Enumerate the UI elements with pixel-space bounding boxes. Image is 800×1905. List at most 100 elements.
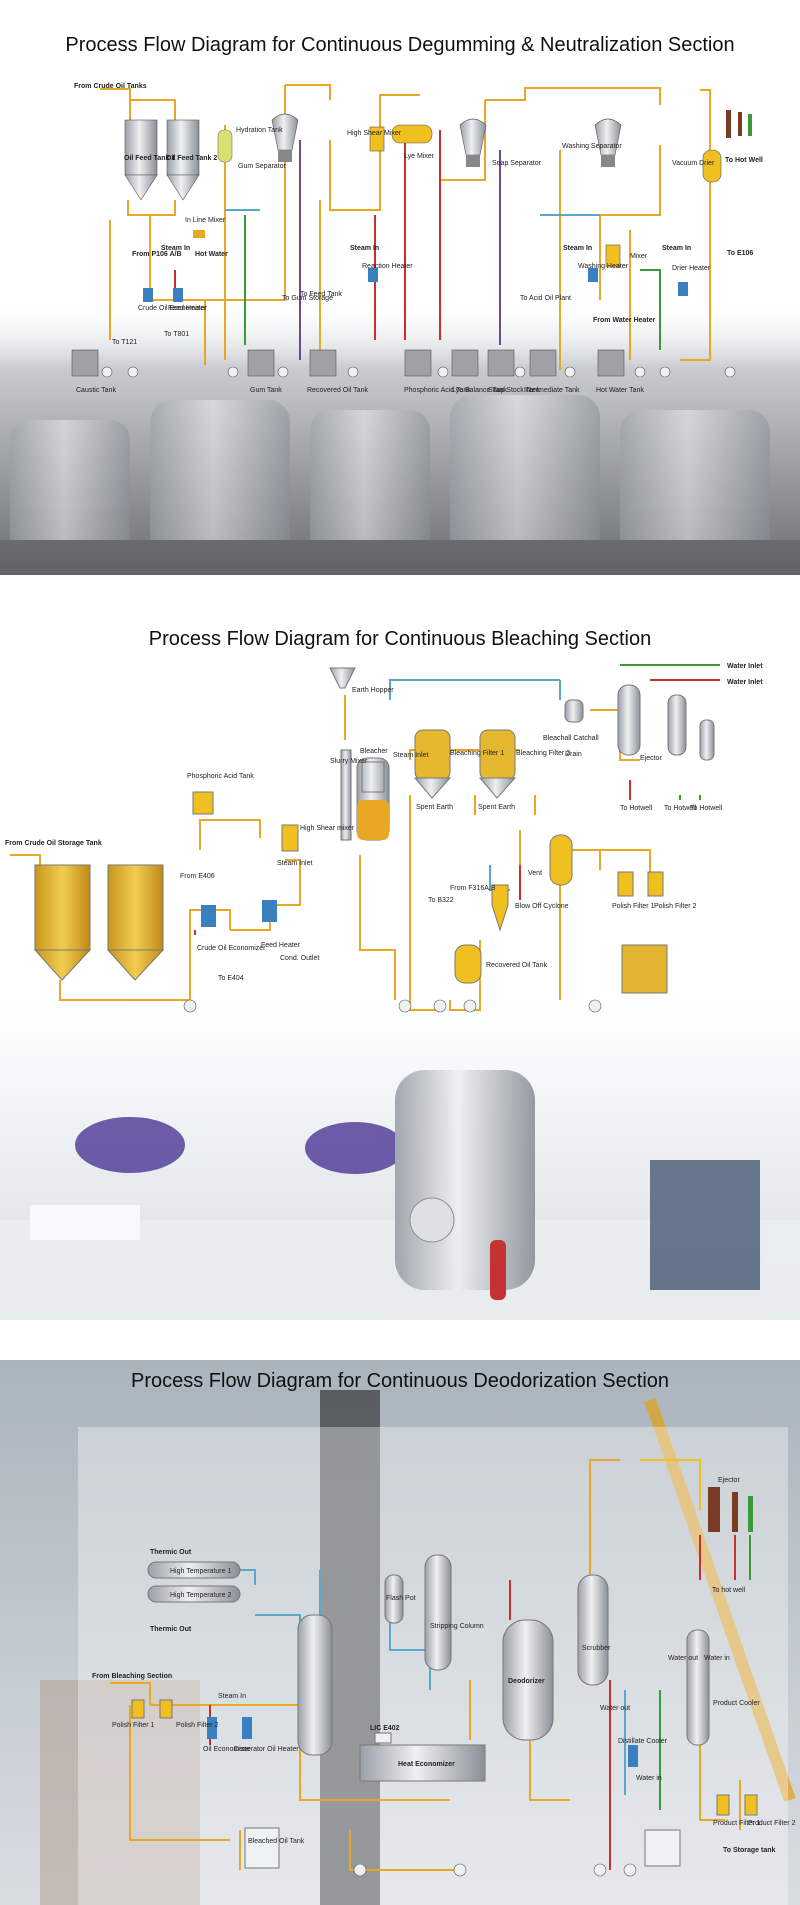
label-crude-oil-economizer: Crude Oil Economizer: [138, 305, 207, 312]
label-from-crude: From Crude Oil Tanks: [74, 83, 147, 90]
polish-filter-2-b: [647, 871, 664, 897]
label-to-t121: To T121: [112, 339, 137, 346]
label-crude-oil-economizer-2: Crude Oil Economizer: [197, 945, 266, 952]
hydration-tank: [217, 129, 233, 163]
label-from-water-heater: From Water Heater: [593, 317, 656, 324]
label-steam-inlet-2: Steam Inlet: [277, 860, 312, 867]
label-blow-off-cyclone: Blow Off Cyclone: [515, 903, 569, 910]
label-recovered-oil-tank: Recovered Oil Tank: [307, 387, 368, 394]
product-oil-tank: [621, 944, 668, 994]
deodorization-title: Process Flow Diagram for Continuous Deod…: [130, 1370, 670, 1392]
label-oil-feed-tank-2: Oil Feed Tank 2: [166, 155, 217, 162]
lic-e402: [374, 1732, 392, 1744]
degumming-panel: Process Flow Diagram for Continuous Degu…: [0, 0, 800, 575]
label-deaerator: Deaerator Oil Heater: [234, 1746, 299, 1753]
label-ejector: Ejector: [640, 755, 662, 762]
scrubber: [577, 1574, 609, 1686]
label-deodorizer: Deodorizer: [508, 1678, 545, 1685]
deodorization-panel: Thermic Out Thermic Out High Temperature…: [0, 1360, 800, 1905]
label-steam-in-2: Steam In: [350, 245, 379, 252]
label-heat-economizer: Heat Economizer: [398, 1761, 455, 1768]
crude-oil-economizer: [143, 288, 153, 302]
ejector-vessel-1: [617, 684, 641, 756]
label-drain: Drain: [565, 751, 582, 758]
pumps-2: [183, 999, 602, 1013]
label-to-t801: To T801: [164, 331, 189, 338]
label-from-e406: From E406: [180, 873, 215, 880]
label-washing-separator: Washing Separator: [562, 143, 622, 150]
high-temperature-1: [147, 1561, 241, 1579]
hot-well-ejector: [726, 110, 752, 138]
intermediate-oil-tank: [549, 834, 573, 886]
label-earth-hopper: Earth Hopper: [352, 687, 394, 694]
label-vacuum-drier: Vacuum Drier: [672, 160, 715, 167]
distillate-cooler: [628, 1745, 638, 1767]
label-water-out-2: Water out: [600, 1705, 630, 1712]
label-caustic-tank: Caustic Tank: [76, 387, 116, 394]
vacuum-drier: [702, 149, 722, 183]
label-vent: Vent: [528, 870, 542, 877]
label-high-shear-mixer-2: High Shear mixer: [300, 825, 355, 832]
lye-mixer: [391, 124, 433, 144]
bleaching-filter-1: [413, 729, 452, 799]
reaction-heater: [368, 268, 378, 282]
oil-feed-tank-2: [166, 119, 200, 201]
oil-economizer: [207, 1717, 217, 1739]
label-to-acid-oil: To Acid Oil Plant: [520, 295, 571, 302]
label-high-temperature-1: High Temperature 1: [170, 1568, 231, 1575]
label-steam-in-4: Steam In: [662, 245, 691, 252]
bleaching-diagram: Earth Hopper Water Inlet Water Inlet Ble…: [0, 663, 800, 1320]
crude-storage-tank-1: [33, 864, 92, 981]
label-bleacher: Bleacher: [360, 748, 388, 755]
label-feed-heater: Feed Heater: [168, 305, 208, 312]
in-line-mixer: [193, 230, 205, 238]
label-steam-in-1: Steam In: [161, 245, 190, 252]
label-high-shear-mixer: High Shear Mixer: [347, 130, 402, 137]
label-lye-mixer: Lye Mixer: [404, 153, 435, 160]
label-intermediate-tank: Intermediate Tank: [524, 387, 580, 394]
label-washing-heater: Washing Heater: [578, 263, 629, 270]
label-bleaching-filter-1: Bleaching Filter 1: [450, 750, 504, 757]
pumps-3: [353, 1863, 637, 1877]
label-hydration-tank: Hydration Tank: [236, 127, 283, 134]
product-filter-1: [716, 1794, 730, 1816]
ejector-set: [708, 1487, 753, 1532]
drier-heater: [678, 282, 688, 296]
label-polish-filter-2-c: Polish Filter 2: [176, 1722, 219, 1729]
label-bleached-oil-tank: Bleached Oil Tank: [248, 1838, 305, 1845]
product-cooler: [686, 1629, 710, 1746]
label-water-out-1: Water out: [668, 1655, 698, 1662]
label-from-p106: From P106 A/B: [132, 251, 182, 258]
label-to-hotwell-1: To Hotwell: [620, 805, 653, 812]
ejector-vessel-3: [699, 719, 715, 761]
earth-hopper: [329, 667, 356, 689]
label-phosphoric-acid-tank: Phosphoric Acid Tank: [404, 387, 471, 394]
main-column: [297, 1614, 333, 1756]
label-recovered-oil-tank-2: Recovered Oil Tank: [486, 962, 547, 969]
label-product-filter-2: Product Filter 2: [748, 1820, 796, 1827]
high-temperature-2: [147, 1585, 241, 1603]
label-to-storage-tank: To Storage tank: [723, 1847, 775, 1854]
high-shear-mixer: [369, 126, 385, 152]
label-to-hotwell-2: To Hotwell: [664, 805, 697, 812]
high-shear-mixer-2: [281, 824, 299, 852]
label-from-f316: From F316A,B: [450, 885, 496, 892]
washing-heater: [588, 268, 598, 282]
crude-storage-tank-2: [106, 864, 165, 981]
heat-economizer: [359, 1744, 486, 1782]
deodorizer: [502, 1619, 554, 1741]
washing-separator: [594, 118, 622, 167]
label-polish-filter-1: Polish Filter 1: [612, 903, 655, 910]
ejector-vessel-2: [667, 694, 687, 756]
flash-pot: [384, 1574, 404, 1624]
polish-filter-1-b: [617, 871, 634, 897]
label-lye-balance-tank: Lye Balance Tank: [452, 387, 507, 394]
label-flash-pot: Flash Pot: [386, 1595, 416, 1602]
label-gum-tank: Gum Tank: [250, 387, 282, 394]
label-to-hotwell-3: To Hotwell: [690, 805, 723, 812]
label-to-hot-well: To Hot Well: [725, 157, 763, 164]
label-scrubber: Scrubber: [582, 1645, 611, 1652]
label-high-temperature-2: High Temperature 2: [170, 1592, 231, 1599]
label-to-e404: To E404: [218, 975, 244, 982]
label-hot-water-tank: Hot Water Tank: [596, 387, 644, 394]
